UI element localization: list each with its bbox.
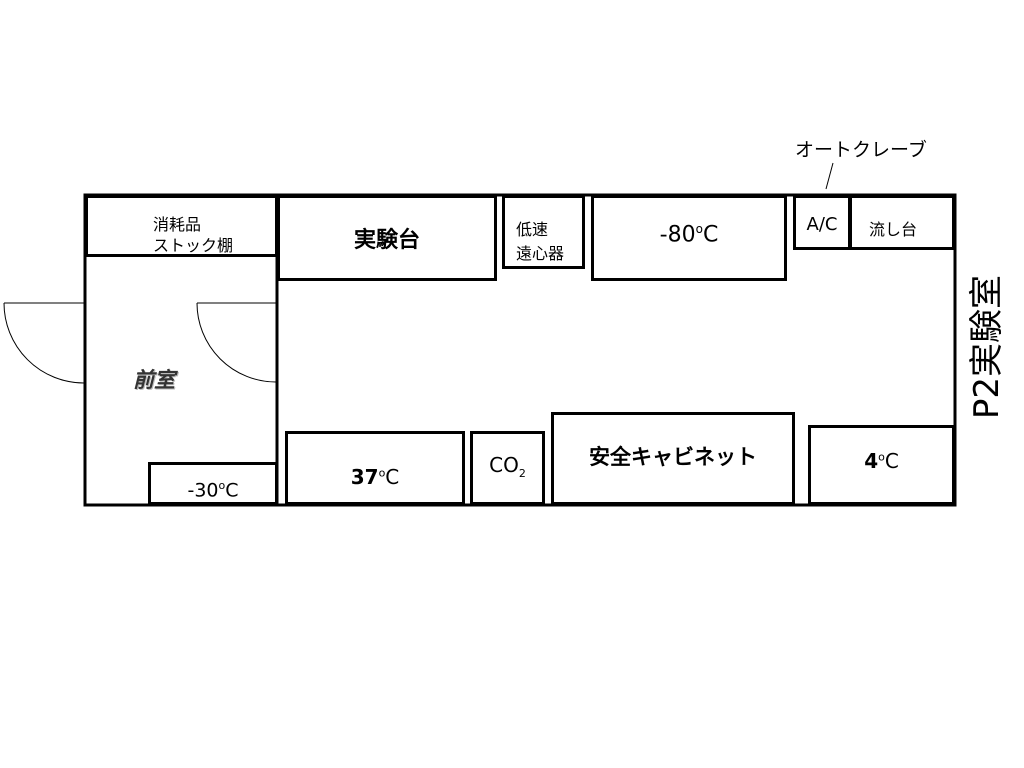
- air-conditioner-label: A/C: [806, 214, 838, 235]
- safety-cabinet-label: 安全キャビネット: [589, 444, 757, 469]
- sink: 流し台: [849, 195, 955, 250]
- air-conditioner: A/C: [793, 195, 851, 250]
- supplies-shelf: 消耗品 ストック棚: [85, 195, 278, 257]
- fridge-4-label: 4oC: [864, 449, 899, 473]
- inner-door: [196, 302, 277, 383]
- freezer-minus-30: -30oC: [148, 462, 278, 505]
- fridge-4: 4oC: [808, 425, 955, 505]
- freezer-minus-80-label: -80oC: [659, 222, 719, 248]
- autoclave-leader-line: [825, 162, 834, 190]
- freezer-minus-80: -80oC: [591, 195, 787, 281]
- incubator-37: 37oC: [285, 431, 465, 505]
- low-speed-centrifuge: 低速 遠心器: [502, 195, 585, 269]
- supplies-shelf-label-line2: ストック棚: [153, 236, 234, 255]
- co2-incubator: CO2: [470, 431, 545, 505]
- incubator-37-label: 37oC: [350, 465, 400, 489]
- entrance-door: [3, 302, 85, 384]
- supplies-shelf-label-line1: 消耗品: [153, 215, 202, 234]
- anteroom-label: 前室: [133, 368, 175, 392]
- freezer-minus-30-label: -30oC: [187, 479, 239, 502]
- centrifuge-label-line1: 低速: [516, 220, 549, 239]
- lab-bench-label: 実験台: [353, 228, 420, 253]
- sink-label: 流し台: [869, 220, 918, 239]
- centrifuge-label-line2: 遠心器: [516, 244, 565, 263]
- co2-incubator-label: CO2: [489, 452, 526, 480]
- room-title: P2実験室: [967, 274, 1007, 420]
- autoclave-label: オートクレーブ: [795, 139, 927, 161]
- lab-bench: 実験台: [277, 195, 497, 281]
- safety-cabinet: 安全キャビネット: [551, 412, 795, 505]
